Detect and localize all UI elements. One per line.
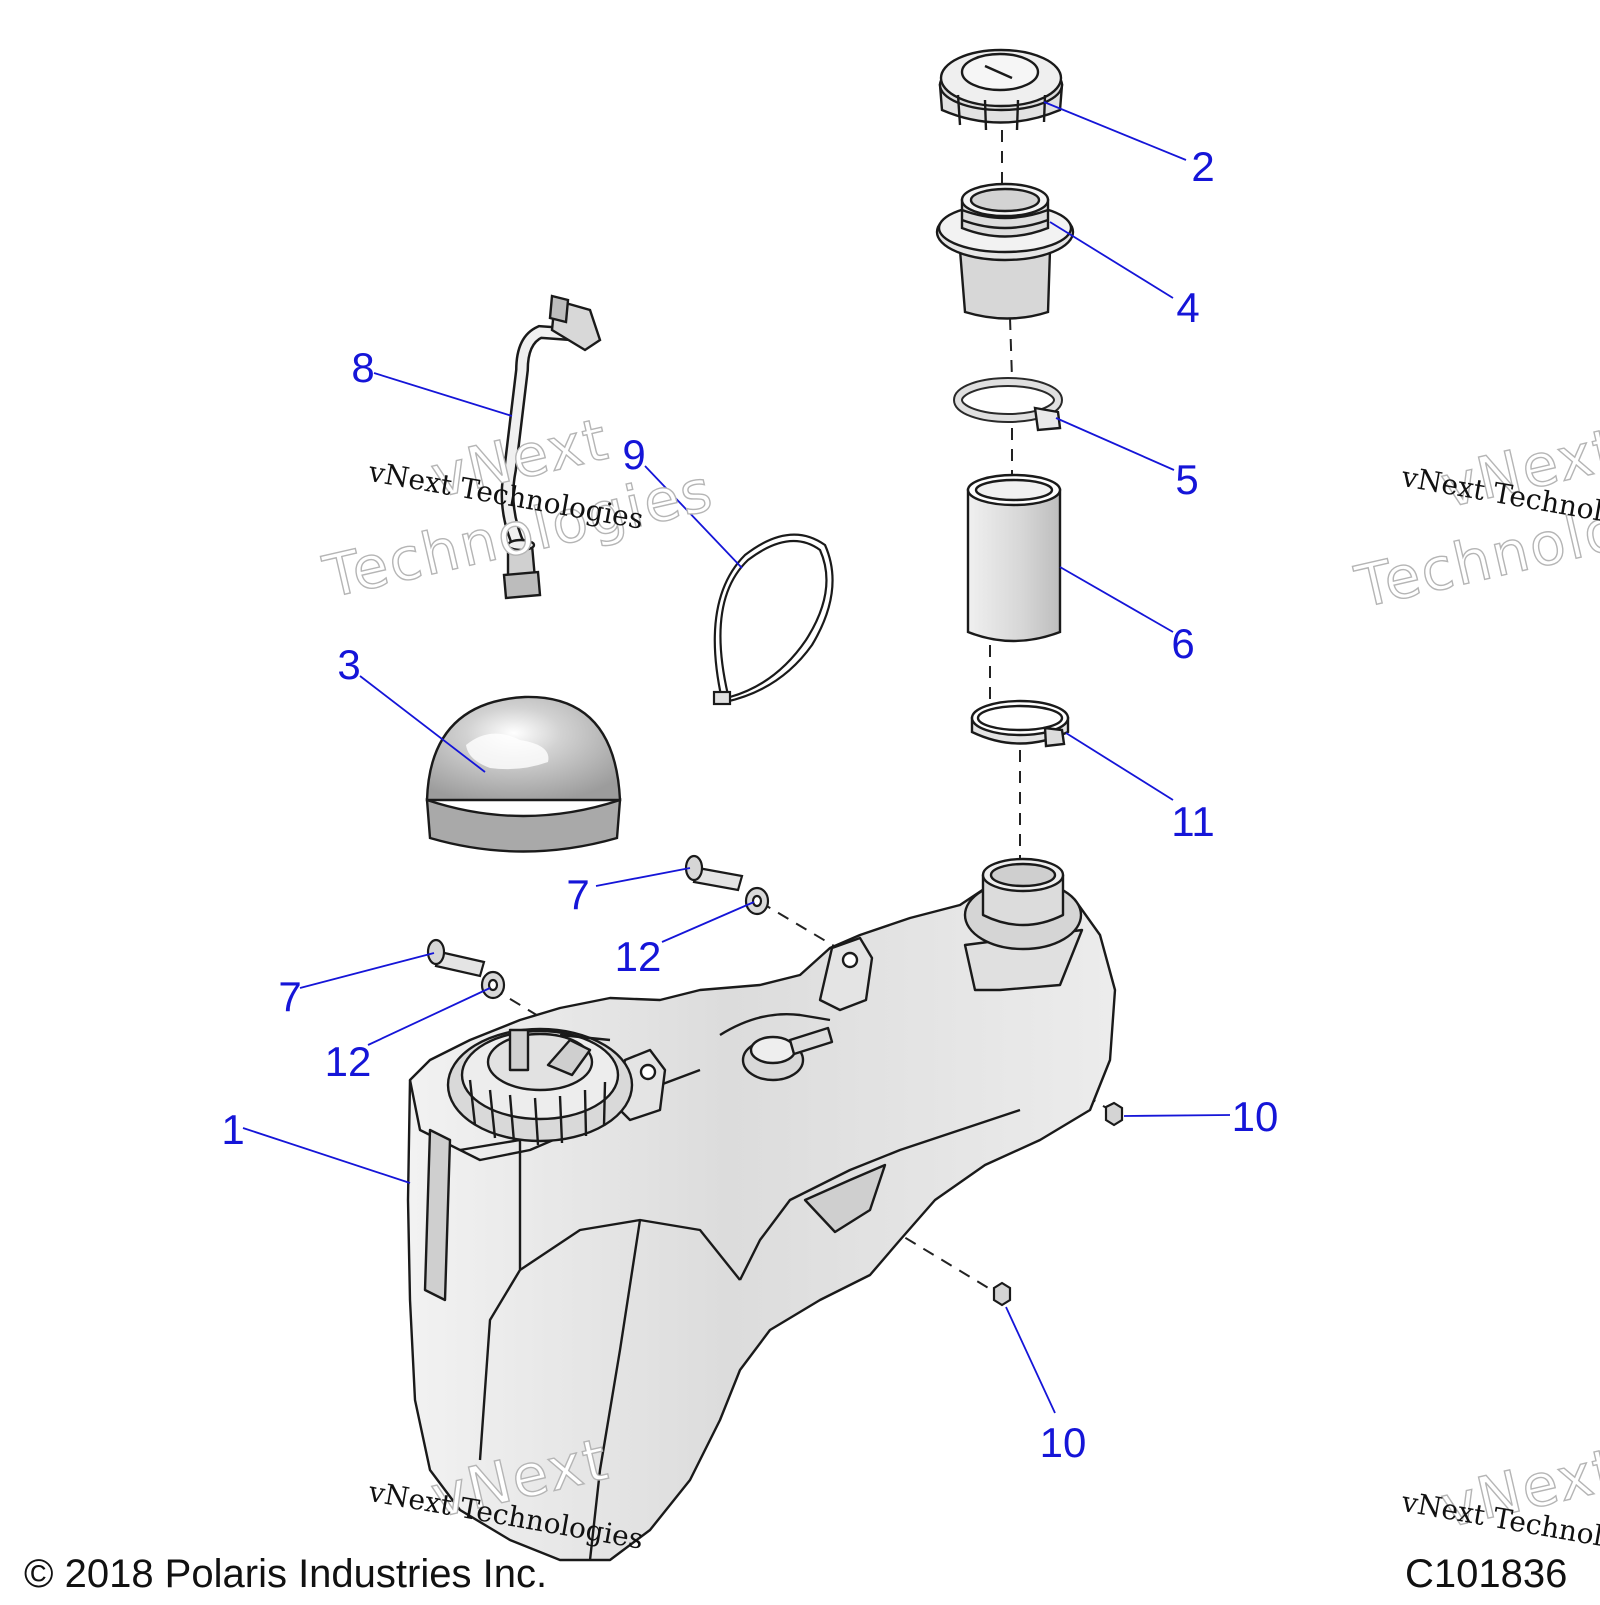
vent-hose <box>500 294 602 600</box>
fuel-tank <box>406 857 1117 1562</box>
callout-8: 8 <box>351 344 375 391</box>
callout-1: 1 <box>221 1106 245 1153</box>
bolt-lower <box>426 938 486 978</box>
callout-7-lower: 7 <box>278 973 302 1020</box>
washer-upper <box>744 886 770 916</box>
washer-lower <box>480 970 506 1000</box>
fuel-hose <box>966 473 1062 643</box>
nut-right <box>1104 1101 1124 1127</box>
hose-clamp-upper <box>953 377 1063 432</box>
callout-10-right: 10 <box>1231 1093 1279 1140</box>
hose-clamp-lower <box>970 699 1070 748</box>
callout-12-lower: 12 <box>324 1038 372 1085</box>
dome-cover <box>425 695 622 853</box>
callout-11: 11 <box>1171 798 1215 845</box>
callout-10-lower: 10 <box>1039 1419 1087 1466</box>
leader-lines <box>242 101 1231 1414</box>
callout-4: 4 <box>1176 284 1200 331</box>
bolt-upper <box>684 854 744 892</box>
callout-3: 3 <box>337 641 361 688</box>
copyright-text: © 2018 Polaris Industries Inc. <box>24 1552 548 1596</box>
callout-5: 5 <box>1175 456 1199 503</box>
callout-12-upper: 12 <box>614 933 662 980</box>
callout-9: 9 <box>622 431 646 478</box>
callout-2: 2 <box>1191 143 1215 190</box>
diagram-code: C101836 <box>1405 1552 1568 1596</box>
callout-7-upper: 7 <box>566 871 590 918</box>
cable-tie <box>712 533 834 706</box>
callout-6: 6 <box>1171 620 1195 667</box>
fuel-cap <box>938 48 1064 131</box>
filler-neck <box>935 182 1075 320</box>
nut-lower <box>992 1281 1012 1307</box>
